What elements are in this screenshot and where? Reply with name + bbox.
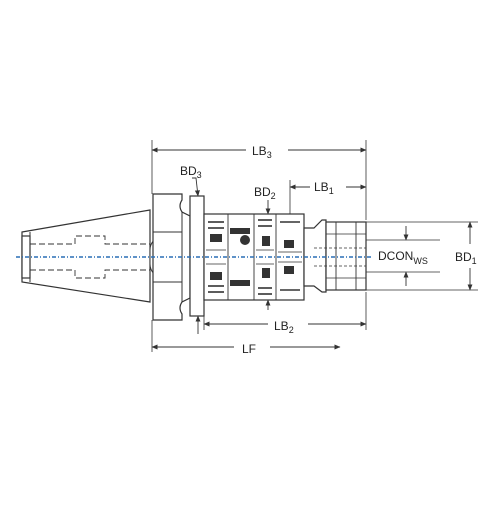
collet-nose: [303, 219, 367, 293]
label-bd2: BD2: [254, 185, 276, 201]
label-lb3: LB3: [252, 144, 272, 160]
dimension-lines: [151, 147, 473, 350]
label-bd3: BD3: [180, 164, 202, 180]
label-lb2: LB2: [274, 319, 294, 335]
label-lf: LF: [242, 342, 256, 356]
dimension-labels: LB3 BD3 BD2 LB1 DCONWS BD1 LB2 LF: [180, 144, 477, 356]
extension-lines: [151, 140, 478, 352]
label-lb1: LB1: [314, 180, 334, 196]
label-dconws: DCONWS: [378, 249, 428, 266]
label-bd1: BD1: [455, 250, 477, 266]
